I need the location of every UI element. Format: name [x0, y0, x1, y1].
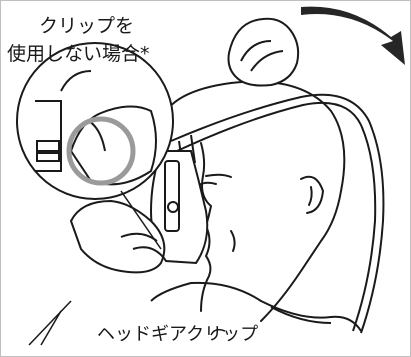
callout-label-line2: 使用しない場合*: [7, 43, 150, 65]
headgear-clip-label: ヘッドギアクリップ: [97, 324, 259, 345]
callout-label-line1: クリップを: [39, 15, 135, 37]
leader-lines: [28, 190, 226, 346]
mask-body: [149, 150, 209, 265]
highlight-circle: [66, 116, 136, 186]
rotation-arrow-icon: [301, 6, 405, 65]
detail-magnifier: [16, 42, 174, 200]
